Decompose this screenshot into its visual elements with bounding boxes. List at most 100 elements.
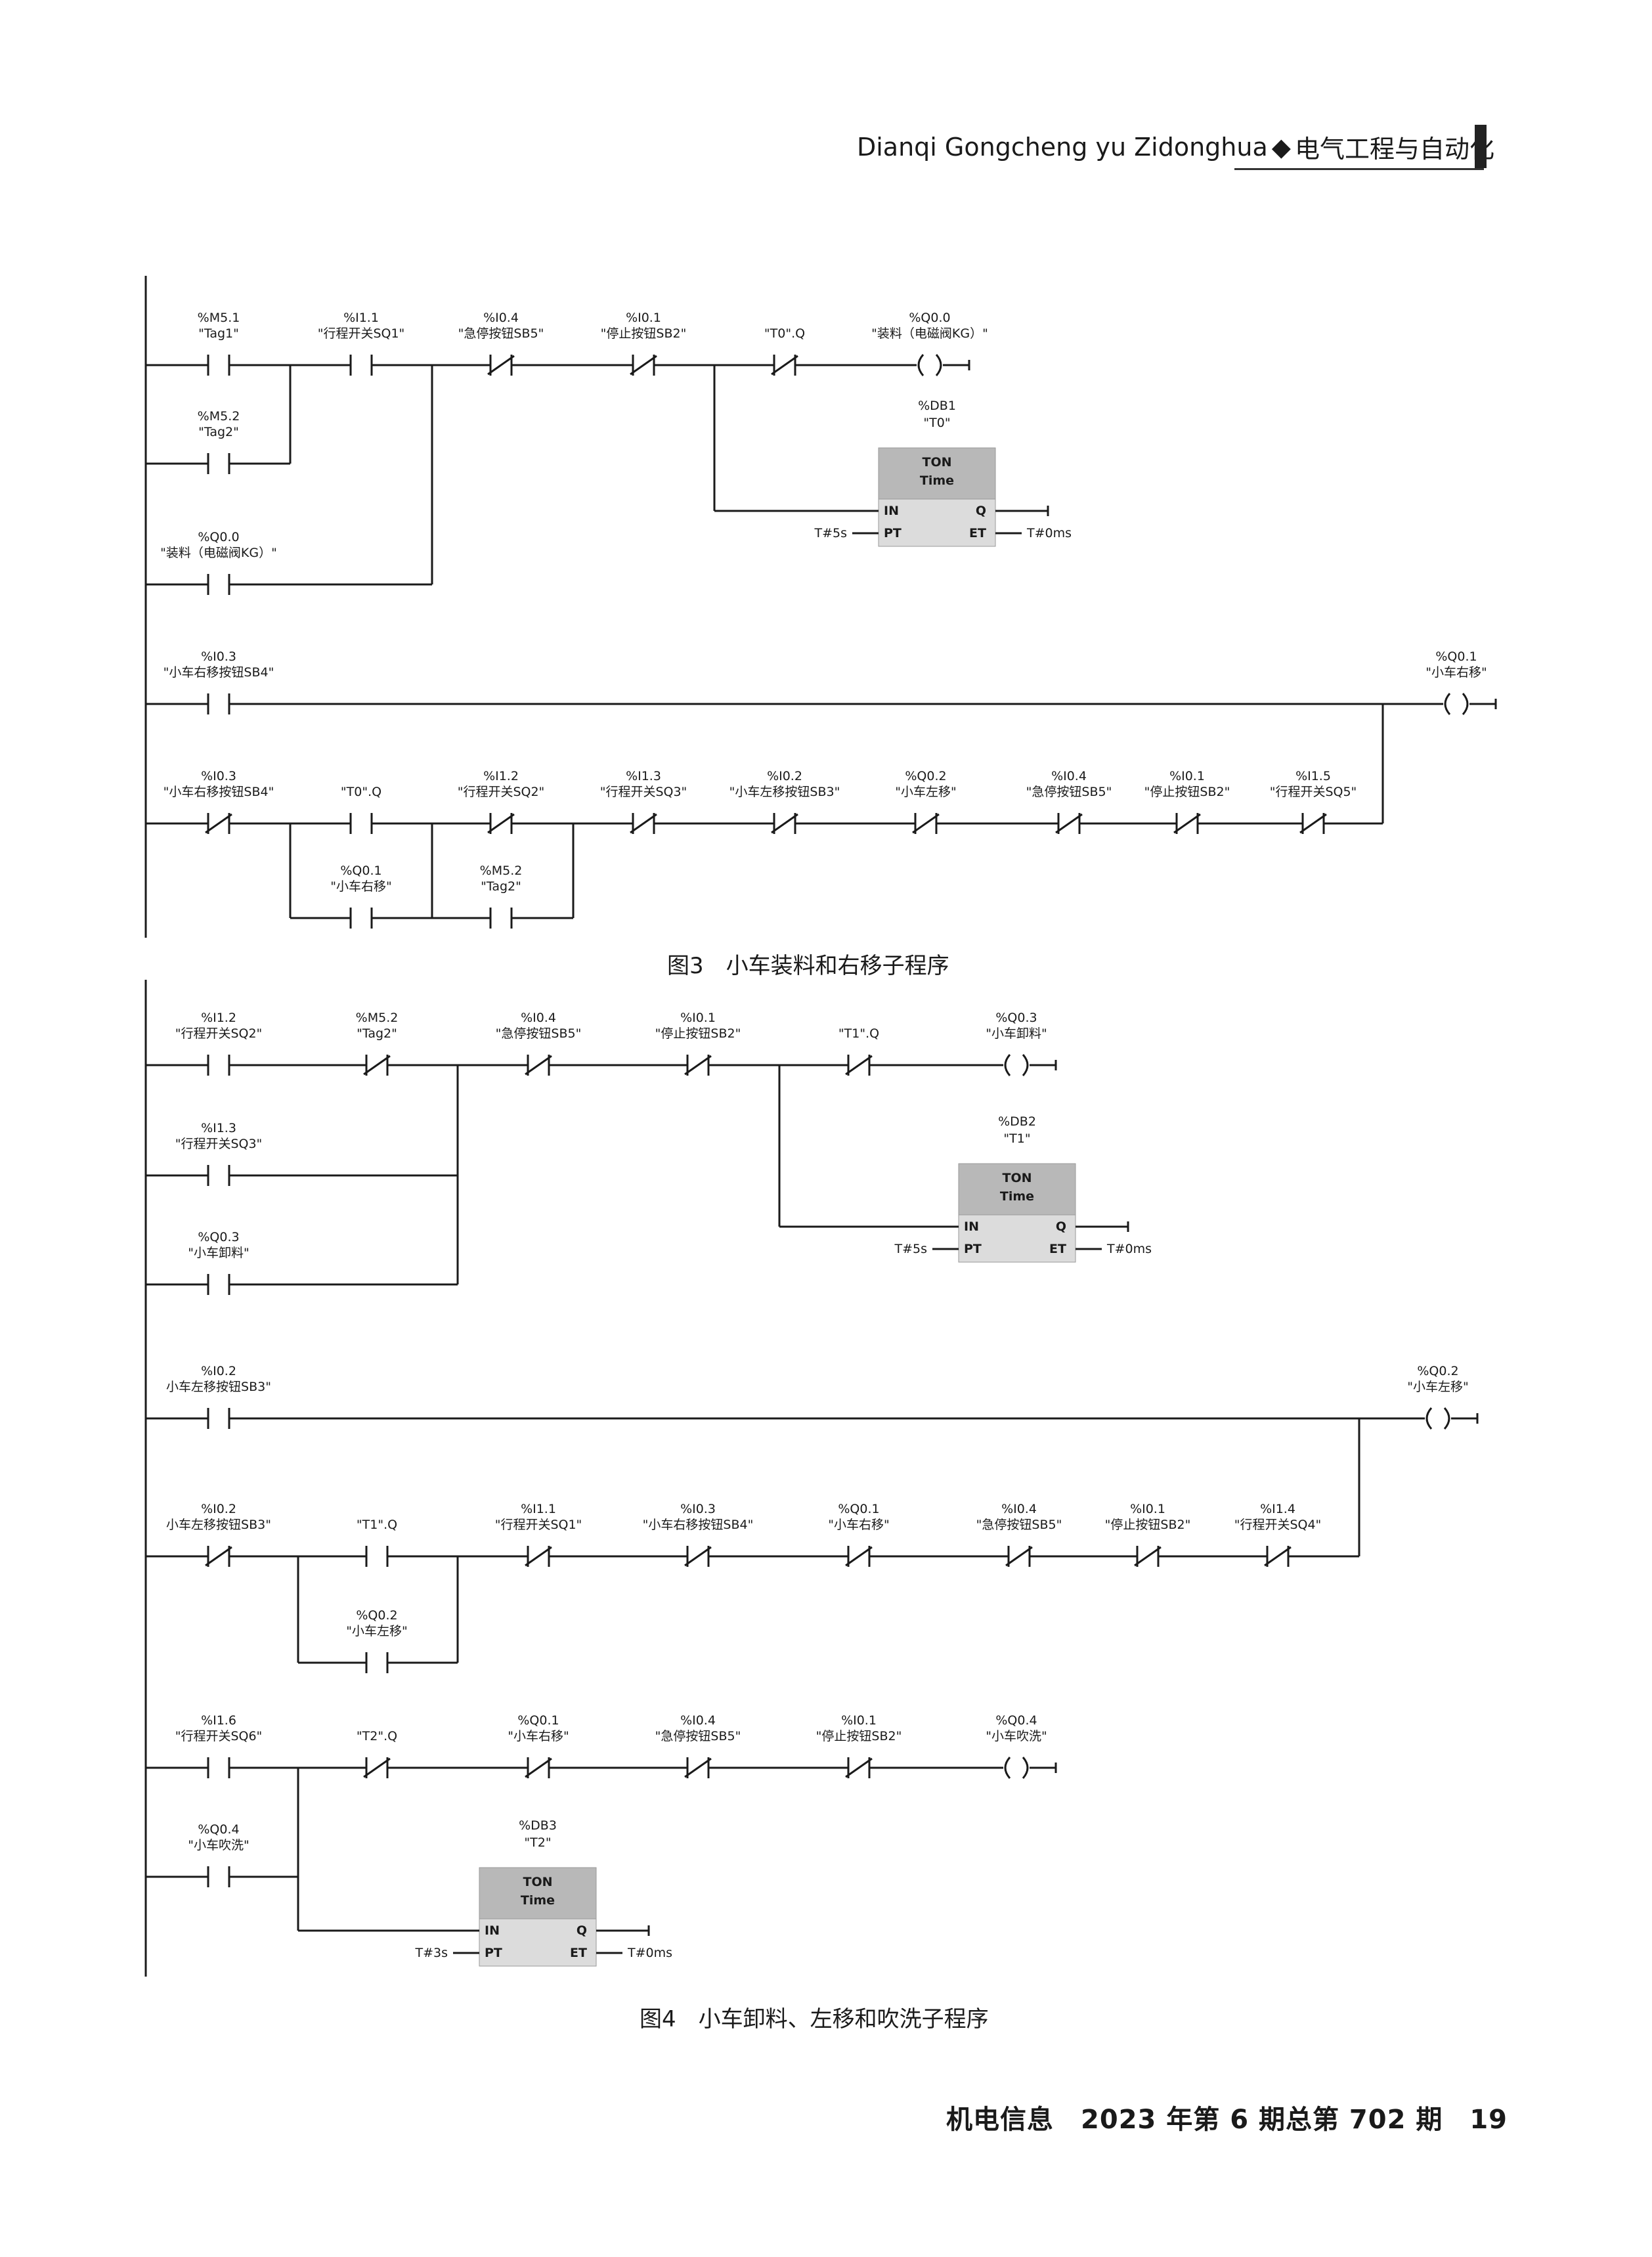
fig4-r4-coil-address: %Q0.4 xyxy=(995,1713,1037,1728)
fig3-r1-timer-q: Q xyxy=(976,504,986,518)
fig4-r4-timer-type: TON xyxy=(523,1875,552,1889)
fig3-r3-b0-tag-name: "小车右移" xyxy=(330,879,391,894)
fig4-r3-c6-tag-name: "停止按钮SB2" xyxy=(1105,1518,1191,1532)
fig4-r1-c2-tag-name: "急停按钮SB5" xyxy=(496,1026,582,1041)
fig3-r2-coil-left xyxy=(1444,693,1451,715)
fig4-r4-c1-tag-name: "T2".Q xyxy=(357,1729,397,1743)
fig4-r3-c0-nc-slash xyxy=(205,1546,232,1567)
fig3-r2-c0-tag-name: "小车右移按钮SB4" xyxy=(163,665,274,680)
fig4-r3-c3-nc-slash xyxy=(684,1546,712,1567)
fig4-r1-coil-left xyxy=(1004,1054,1011,1076)
fig3-r3-c2-tag-name: "行程开关SQ2" xyxy=(458,785,545,799)
fig4-r3-c6-address: %I0.1 xyxy=(1130,1502,1165,1516)
fig4-r2-coil-address: %Q0.2 xyxy=(1417,1364,1458,1378)
fig4-r4-timer-body xyxy=(479,1918,597,1967)
fig4-r4-timer-q: Q xyxy=(576,1923,587,1938)
fig4-r4-c4-address: %I0.1 xyxy=(841,1713,877,1728)
fig3-r3-c1-tag-name: "T0".Q xyxy=(341,785,381,799)
journal-pinyin: Dianqi Gongcheng yu Zidonghua xyxy=(856,132,1268,162)
fig3-r1-coil-name: "装料（电磁阀KG）" xyxy=(871,326,988,341)
fig4-r4-b0-tag-name: "小车吹洗" xyxy=(188,1838,249,1852)
figure3-caption: 图3 小车装料和右移子程序 xyxy=(667,953,949,979)
fig3-r3-b1-address: %M5.2 xyxy=(480,864,523,878)
fig4-r4-timer-header xyxy=(479,1867,597,1919)
fig4-r3-b0-tag-name: "小车左移" xyxy=(346,1624,407,1638)
fig4-r4-c3-tag-name: "急停按钮SB5" xyxy=(655,1729,741,1743)
fig3-r1-timer-et: ET xyxy=(969,526,986,540)
fig3-r3-c2-nc-slash xyxy=(487,813,515,834)
fig3-r3-c8-tag-name: "行程开关SQ5" xyxy=(1270,785,1357,799)
fig3-r3-c8-address: %I1.5 xyxy=(1295,769,1331,783)
fig4-r1-timer-q: Q xyxy=(1056,1219,1066,1234)
fig4-r1-b1-tag-name: "小车卸料" xyxy=(188,1246,249,1260)
fig4-r3-c5-nc-slash xyxy=(1005,1546,1033,1567)
fig4-r4-coil-name: "小车吹洗" xyxy=(986,1729,1047,1743)
fig4-r4-c4-nc-slash xyxy=(845,1757,873,1778)
fig4-r4-timer-name: "T2" xyxy=(524,1835,551,1850)
fig3-r2-c0-address: %I0.3 xyxy=(201,649,236,664)
fig3-r1-b0-tag-name: "Tag2" xyxy=(198,425,239,439)
fig3-r3-c2-address: %I1.2 xyxy=(483,769,519,783)
fig4-r3-b0-address: %Q0.2 xyxy=(356,1608,397,1623)
fig4-r3-c4-address: %Q0.1 xyxy=(838,1502,879,1516)
fig3-r3-c4-nc-slash xyxy=(771,813,798,834)
fig3-r1-timer-db: %DB1 xyxy=(918,399,956,413)
fig4-r4-c2-address: %Q0.1 xyxy=(517,1713,559,1728)
fig3-r3-c7-address: %I0.1 xyxy=(1169,769,1205,783)
fig4-r3-c4-tag-name: "小车右移" xyxy=(828,1518,889,1532)
header-rule xyxy=(1234,168,1484,170)
fig3-r1-timer-in: IN xyxy=(884,504,899,518)
fig3-r1-b1-address: %Q0.0 xyxy=(198,530,239,544)
fig4-r4-timer-sub: Time xyxy=(521,1893,555,1908)
fig4-r3-c7-tag-name: "行程开关SQ4" xyxy=(1234,1518,1322,1532)
fig4-r1-c1-nc-slash xyxy=(363,1055,391,1076)
fig4-r1-c0-address: %I1.2 xyxy=(201,1011,236,1025)
fig4-r2-coil-name: "小车左移" xyxy=(1407,1380,1468,1394)
fig4-r3-c2-nc-slash xyxy=(525,1546,552,1567)
fig4-r1-b1-address: %Q0.3 xyxy=(198,1230,239,1244)
fig4-r4-c4-tag-name: "停止按钮SB2" xyxy=(816,1729,902,1743)
fig3-r1-c3-address: %I0.1 xyxy=(626,311,661,325)
fig4-r1-c3-nc-slash xyxy=(684,1055,712,1076)
fig3-r1-coil-left xyxy=(917,354,924,376)
fig4-r1-c1-address: %M5.2 xyxy=(356,1011,399,1025)
fig3-r1-c1-tag-name: "行程开关SQ1" xyxy=(318,326,405,341)
fig4-r3-c5-tag-name: "急停按钮SB5" xyxy=(976,1518,1062,1532)
fig4-r4-c2-nc-slash xyxy=(525,1757,552,1778)
fig4-r4-c3-nc-slash xyxy=(684,1757,712,1778)
fig3-r3-c7-tag-name: "停止按钮SB2" xyxy=(1144,785,1230,799)
fig3-r3-c3-nc-slash xyxy=(630,813,657,834)
fig3-r1-c2-tag-name: "急停按钮SB5" xyxy=(458,326,544,341)
running-header: Dianqi Gongcheng yu Zidonghua◆电气工程与自动化 xyxy=(857,129,1494,165)
fig3-r3-c0-address: %I0.3 xyxy=(201,769,236,783)
page-footer: 机电信息 2023 年第 6 期总第 702 期 19 xyxy=(946,2105,1508,2135)
fig4-r2-coil-right xyxy=(1443,1407,1450,1430)
fig4-r3-c3-tag-name: "小车右移按钮SB4" xyxy=(643,1518,754,1532)
fig3-r3-c3-tag-name: "行程开关SQ3" xyxy=(600,785,687,799)
fig4-r3-c0-address: %I0.2 xyxy=(201,1502,236,1516)
fig4-r1-timer-et-value: T#0ms xyxy=(1106,1242,1152,1256)
fig3-r1-c0-address: %M5.1 xyxy=(198,311,240,325)
fig3-r3-c0-tag-name: "小车右移按钮SB4" xyxy=(163,785,274,799)
fig4-r1-coil-address: %Q0.3 xyxy=(995,1011,1037,1025)
fig4-r1-c0-tag-name: "行程开关SQ2" xyxy=(175,1026,263,1041)
fig4-r3-c5-address: %I0.4 xyxy=(1001,1502,1037,1516)
fig3-r3-c4-address: %I0.2 xyxy=(767,769,802,783)
fig4-r4-timer-et-value: T#0ms xyxy=(627,1946,672,1960)
fig4-r3-c7-nc-slash xyxy=(1264,1546,1292,1567)
fig4-r3-c4-nc-slash xyxy=(845,1546,873,1567)
fig4-r4-c1-nc-slash xyxy=(363,1757,391,1778)
fig3-r1-c0-tag-name: "Tag1" xyxy=(198,326,239,341)
fig4-r1-c4-nc-slash xyxy=(845,1055,873,1076)
fig3-r3-c0-nc-slash xyxy=(205,813,232,834)
fig4-r4-timer-et: ET xyxy=(570,1946,587,1960)
fig3-r1-c2-address: %I0.4 xyxy=(483,311,519,325)
fig4-r1-timer-header xyxy=(958,1163,1076,1216)
fig4-r4-timer-pt-value: T#3s xyxy=(414,1946,448,1960)
fig3-r3-b0-address: %Q0.1 xyxy=(340,864,381,878)
fig3-r2-coil-address: %Q0.1 xyxy=(1435,649,1477,664)
fig4-r1-coil-name: "小车卸料" xyxy=(986,1026,1047,1041)
fig4-r1-c2-nc-slash xyxy=(525,1055,552,1076)
fig4-r1-b0-address: %I1.3 xyxy=(201,1121,236,1135)
